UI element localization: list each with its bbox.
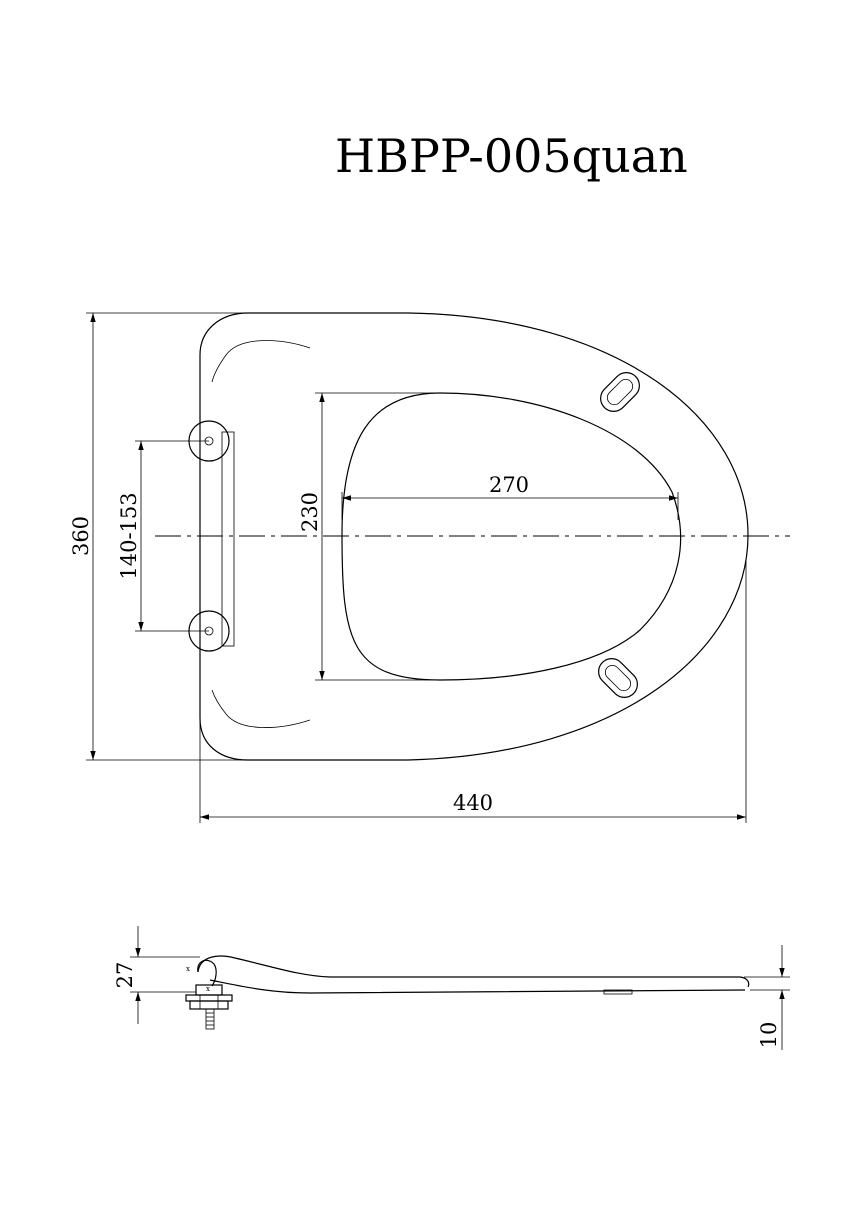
seat-profile-bottom [209, 979, 746, 994]
seat-outer-outline [199, 312, 749, 761]
inner-arc-bottom [211, 689, 311, 728]
dim-overall-length: 440 [199, 560, 747, 823]
bumper-pad-bottom [598, 658, 638, 698]
dim-label-440: 440 [453, 791, 493, 815]
dim-hinge-spacing: 140-153 [117, 440, 209, 632]
dim-label-140-153: 140-153 [117, 492, 141, 579]
dim-label-10: 10 [757, 1022, 781, 1049]
dim-opening-length: 230 [298, 392, 440, 681]
hinge-bar [221, 431, 235, 647]
dim-seat-thickness: 10 [744, 945, 790, 1050]
x-mark-2: x [206, 985, 210, 993]
drawing-title: HBPP-005quan [335, 129, 688, 183]
dim-overall-height: 360 [69, 312, 248, 761]
x-mark-1: x [186, 965, 190, 973]
side-view: x x 27 10 [113, 926, 790, 1050]
top-view: 360 140-153 230 270 440 [69, 312, 790, 823]
dim-label-270: 270 [489, 473, 529, 497]
dim-label-360: 360 [69, 516, 93, 556]
dim-opening-width: 270 [341, 473, 679, 520]
inner-arc-top [211, 340, 311, 383]
side-hinge-knob [197, 959, 217, 987]
seat-opening-outline [341, 392, 682, 681]
seat-profile-top [197, 955, 750, 988]
hinge-fixing [185, 984, 233, 1030]
side-bumper [603, 989, 633, 995]
dim-hinge-height: 27 [113, 926, 200, 1024]
bumper-pad-top [600, 372, 640, 412]
dim-label-230: 230 [298, 492, 322, 532]
dim-label-27: 27 [113, 962, 137, 989]
